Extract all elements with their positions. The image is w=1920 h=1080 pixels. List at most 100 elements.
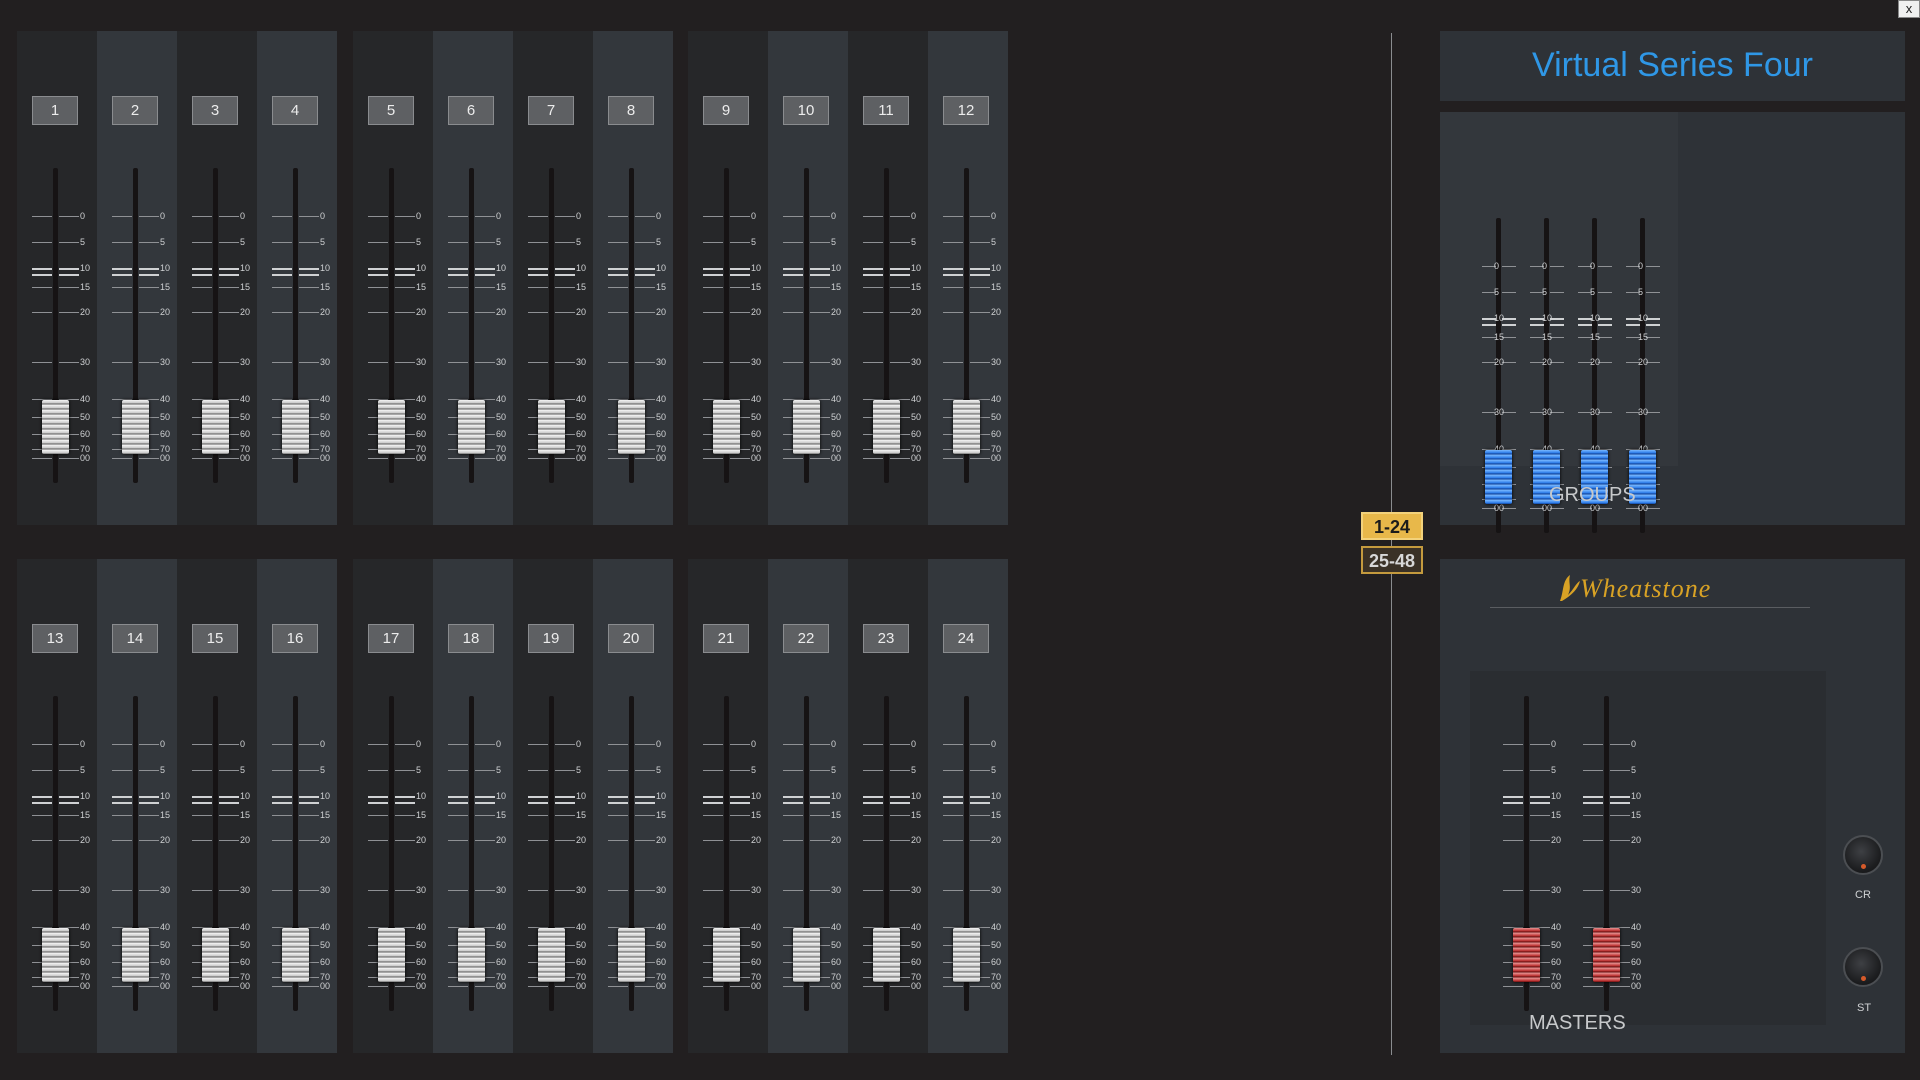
fader-knob[interactable]	[873, 928, 900, 982]
fader-tick	[395, 216, 415, 217]
fader-scale-label: 10	[160, 791, 171, 801]
fader-scale-label: 50	[656, 940, 667, 950]
fader-knob[interactable]	[873, 400, 900, 454]
fader-knob[interactable]	[618, 928, 645, 982]
channel-select-button[interactable]: 12	[943, 96, 989, 125]
fader-tick	[890, 216, 910, 217]
fader-knob[interactable]	[953, 400, 980, 454]
channel-select-button[interactable]: 7	[528, 96, 574, 125]
fader-scale-label: 50	[240, 940, 251, 950]
fader-scale-label: 30	[496, 885, 507, 895]
fader-knob[interactable]	[378, 400, 405, 454]
channel-select-button[interactable]: 13	[32, 624, 78, 653]
fader-scale-label: 40	[160, 922, 171, 932]
channel-select-button[interactable]: 19	[528, 624, 574, 653]
channel-select-button[interactable]: 4	[272, 96, 318, 125]
st-knob[interactable]	[1843, 947, 1883, 987]
fader-knob[interactable]	[953, 928, 980, 982]
close-button[interactable]: x	[1898, 0, 1920, 18]
masters-label: MASTERS	[1529, 1012, 1626, 1034]
fader-tick	[395, 840, 415, 841]
page-button-1-24[interactable]: 1-24	[1361, 512, 1423, 540]
fader-knob[interactable]	[202, 928, 229, 982]
cr-knob[interactable]	[1843, 835, 1883, 875]
channel-select-button[interactable]: 16	[272, 624, 318, 653]
fader-tick	[1583, 840, 1603, 841]
channel-select-button[interactable]: 24	[943, 624, 989, 653]
fader-scale-label: 10	[320, 791, 331, 801]
fader-tick	[528, 242, 548, 243]
fader-scale-label: 0	[160, 211, 166, 221]
fader-knob[interactable]	[1581, 450, 1608, 504]
fader-tick	[730, 268, 750, 270]
channel-select-button[interactable]: 3	[192, 96, 238, 125]
channel-select-button[interactable]: 8	[608, 96, 654, 125]
fader-knob[interactable]	[458, 928, 485, 982]
fader-scale-label: 15	[751, 810, 762, 820]
fader-knob[interactable]	[1513, 928, 1540, 982]
fader-knob[interactable]	[122, 928, 149, 982]
fader-knob[interactable]	[793, 928, 820, 982]
page-button-25-48[interactable]: 25-48	[1361, 546, 1423, 574]
fader-knob[interactable]	[1629, 450, 1656, 504]
channel-select-button[interactable]: 20	[608, 624, 654, 653]
fader-track	[964, 696, 969, 1011]
channel-select-button[interactable]: 2	[112, 96, 158, 125]
fader-tick	[272, 815, 292, 816]
channel-select-button[interactable]: 17	[368, 624, 414, 653]
fader-tick	[112, 399, 132, 400]
fader-tick	[863, 796, 883, 798]
fader-tick	[1530, 362, 1544, 363]
fader-knob[interactable]	[1593, 928, 1620, 982]
channel-select-button[interactable]: 21	[703, 624, 749, 653]
fader-knob[interactable]	[202, 400, 229, 454]
fader-scale-label: 5	[576, 237, 582, 247]
fader-scale-label: 50	[416, 940, 427, 950]
fader-knob[interactable]	[282, 400, 309, 454]
fader-track	[213, 696, 218, 1011]
fader-tick	[528, 840, 548, 841]
channel-select-button[interactable]: 5	[368, 96, 414, 125]
channel-select-button[interactable]: 6	[448, 96, 494, 125]
fader-tick	[1626, 337, 1640, 338]
channel-select-button[interactable]: 1	[32, 96, 78, 125]
fader-tick	[555, 458, 575, 459]
fader-knob[interactable]	[378, 928, 405, 982]
channel-select-button[interactable]: 14	[112, 624, 158, 653]
fader-knob[interactable]	[713, 928, 740, 982]
fader-knob[interactable]	[538, 928, 565, 982]
channel-select-button[interactable]: 10	[783, 96, 829, 125]
fader-tick	[810, 986, 830, 987]
fader-knob[interactable]	[42, 928, 69, 982]
fader-tick	[299, 312, 319, 313]
fader-knob[interactable]	[618, 400, 645, 454]
channel-select-button[interactable]: 23	[863, 624, 909, 653]
fader-knob[interactable]	[538, 400, 565, 454]
channel-select-button[interactable]: 22	[783, 624, 829, 653]
channel-select-button[interactable]: 15	[192, 624, 238, 653]
fader-knob[interactable]	[1485, 450, 1512, 504]
fader-knob[interactable]	[282, 928, 309, 982]
fader-knob[interactable]	[42, 400, 69, 454]
fader-scale-label: 15	[80, 810, 91, 820]
fader-knob[interactable]	[713, 400, 740, 454]
channel-select-button[interactable]: 18	[448, 624, 494, 653]
fader-knob[interactable]	[793, 400, 820, 454]
fader-knob[interactable]	[458, 400, 485, 454]
fader-tick	[783, 744, 803, 745]
fader-unity-mark	[219, 802, 239, 804]
fader-scale-label: 5	[80, 237, 86, 247]
channel-select-button[interactable]: 11	[863, 96, 909, 125]
fader-tick	[863, 927, 883, 928]
fader-tick	[475, 434, 495, 435]
fader-tick	[730, 977, 750, 978]
fader-tick	[703, 744, 723, 745]
fader-tick	[272, 268, 292, 270]
fader-tick	[783, 242, 803, 243]
fader-knob[interactable]	[1533, 450, 1560, 504]
fader-knob[interactable]	[122, 400, 149, 454]
channel-select-button[interactable]: 9	[703, 96, 749, 125]
